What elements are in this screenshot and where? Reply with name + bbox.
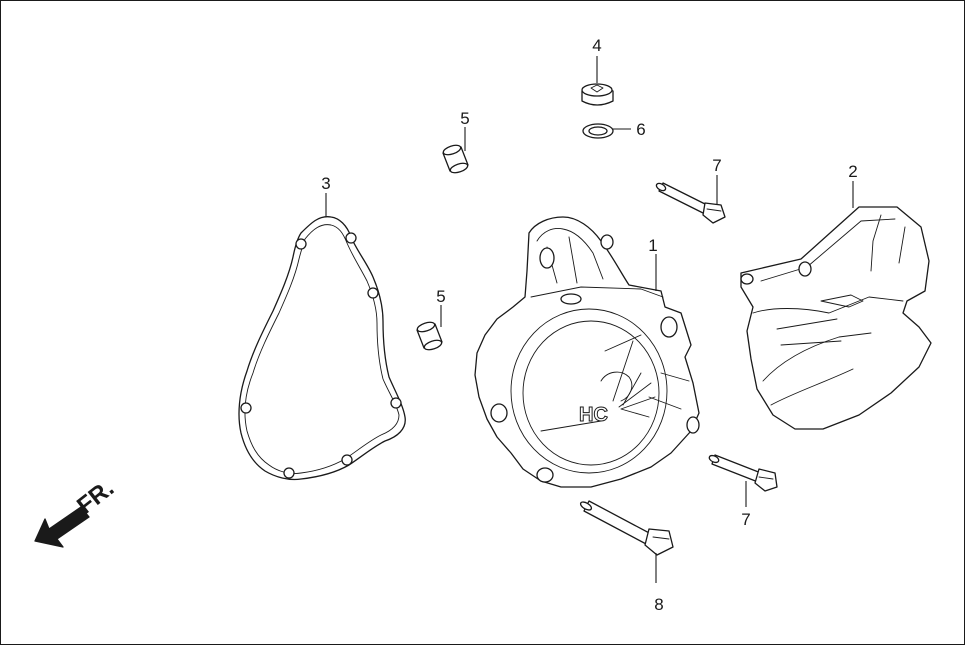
- cover-logo-text: HC: [579, 404, 608, 426]
- callout-7-upper: 7: [712, 156, 721, 175]
- callout-5-lower: 5: [436, 287, 445, 306]
- part-flange-bolt-upper: [655, 182, 726, 224]
- callout-7-lower: 7: [741, 510, 750, 529]
- part-generator-cover: HC: [474, 216, 700, 488]
- callout-2: 2: [848, 162, 857, 181]
- callout-8: 8: [654, 595, 663, 614]
- callout-3: 3: [321, 174, 330, 193]
- callout-1: 1: [648, 236, 657, 255]
- part-dowel-pin-upper: [442, 144, 469, 174]
- part-dowel-pin-lower: [416, 321, 443, 351]
- part-plug-bolt: [581, 83, 614, 106]
- part-flange-bolt-lower: [708, 454, 778, 492]
- callout-4: 4: [592, 36, 601, 55]
- callout-5-upper: 5: [460, 109, 469, 128]
- part-gasket: [238, 216, 406, 481]
- part-sprocket-cover: [740, 206, 932, 430]
- part-flange-bolt-long: [579, 500, 674, 556]
- part-washer: [582, 123, 614, 139]
- front-direction-indicator: FR.: [34, 475, 119, 548]
- callout-labels: 4 5 5 3 6 7 2 1 7 8: [321, 36, 857, 614]
- leader-lines: [325, 56, 854, 583]
- callout-6: 6: [636, 120, 645, 139]
